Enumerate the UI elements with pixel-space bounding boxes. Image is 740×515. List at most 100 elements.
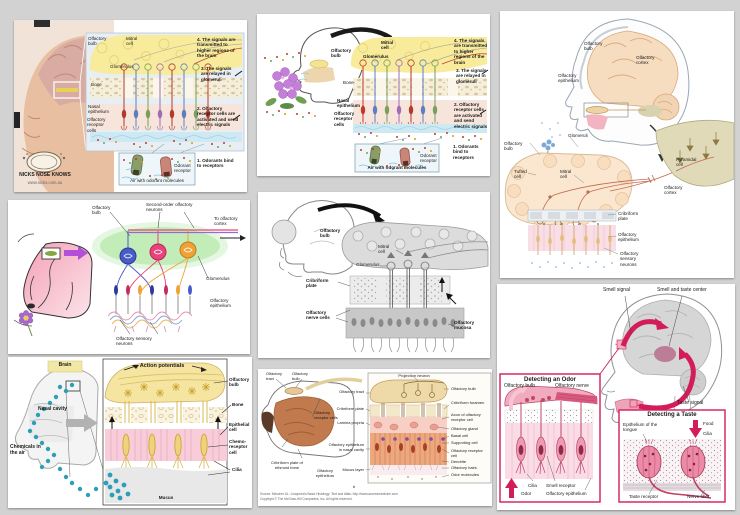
epithelium-diagram	[350, 37, 489, 145]
label-glomerulus: Glomerulus	[356, 262, 380, 267]
bulb-gray	[341, 221, 489, 271]
label-mitral-cell: Mitral cell	[378, 244, 390, 255]
label-cribriform-plate: Cribriform plate	[618, 211, 639, 222]
label-second-order-neurons: Second-order olfactory neurons	[146, 202, 193, 213]
inset-leaders	[365, 376, 450, 478]
label-olfactory-bulb-left: Olfactory bulb	[292, 371, 309, 381]
nicks-logo-title: NICKS NOSE KNOWS	[19, 172, 71, 178]
label-lamina-propria: Lamina propria	[337, 420, 364, 425]
mucosa-gray	[345, 307, 465, 353]
leader-lines	[335, 249, 455, 327]
label-step3: 3. The signals are relayed in glomeruli	[201, 66, 232, 82]
label-olfactory-nerve: Olfactory nerve	[555, 383, 589, 389]
odorant-receptor-inset	[354, 143, 440, 173]
label-olfactory-tract-inset: Olfactory tract	[339, 389, 364, 394]
smell-taste-illustration	[499, 293, 726, 503]
label-chemicals-in-air: Chemicals in the air	[10, 444, 41, 456]
label-step2: 2. Olfactory receptor cells are activate…	[454, 102, 488, 129]
label-odorant-receptor: Odorant receptor	[420, 153, 437, 164]
label-bone: Bone	[91, 82, 102, 87]
label-mucus: Mucus	[158, 495, 174, 500]
chemoreceptor-illustration	[14, 358, 232, 506]
label-cribriform-plate-inset: Cribriform plate	[336, 406, 364, 411]
label-glomeruli: Glomeruli	[568, 133, 588, 138]
glomeruli-schematic-illustration	[13, 211, 246, 337]
nose-section	[14, 360, 105, 498]
panel-bulb-cortex-diagram[interactable]: Olfactory bulb Olfactory cortex Olfactor…	[500, 11, 734, 278]
panel-histology-figure[interactable]: Olfactory tract Olfactory bulb Olfactory…	[258, 369, 492, 506]
label-cribriform-foramen: Cribriform foramen	[451, 400, 485, 405]
label-food: Food	[703, 421, 714, 426]
histology-illustration	[261, 372, 492, 484]
label-olfactory-receptor-cells: Olfactory receptor cells	[314, 410, 338, 420]
label-step4: 4. The signals are transmitted to higher…	[454, 38, 488, 65]
label-bone: Bone	[232, 402, 244, 407]
label-chemoreceptor-cell: Chemo-receptor cell	[229, 439, 248, 455]
label-olfactory-epithelium: Olfactory epithelium	[546, 491, 587, 496]
glomeruli-circles	[119, 241, 197, 265]
label-cilia: Cilia	[528, 483, 537, 488]
label-mitral-cell: Mitral cell	[381, 40, 394, 51]
label-taste-signal: Taste signal	[677, 400, 704, 406]
label-air-odorant-molecules: Air with odorant molecules	[367, 165, 427, 170]
label-nasal-cavity: Nasal cavity	[38, 406, 67, 412]
purple-arrow	[64, 246, 88, 260]
label-olfactory-epithelium-top: Olfactory epithelium	[558, 73, 579, 84]
label-olfactory-bulb-top: Olfactory bulb	[584, 41, 603, 52]
label-step1: 1. Odorants bind to receptors	[453, 144, 479, 160]
leader-lines	[207, 380, 232, 476]
label-supporting-cell: Supporting cell	[451, 440, 478, 445]
label-action-potentials: Action potentials	[139, 363, 185, 369]
label-smell-and-taste-center: Smell and taste center	[657, 287, 707, 293]
label-odor-molecules: Odor molecules	[451, 472, 480, 477]
label-olfactory-bulb: Olfactory bulb	[320, 228, 341, 239]
histology-inset	[365, 372, 492, 484]
label-olfactory-sensory-neurons: Olfactory sensory neurons	[620, 251, 639, 267]
label-olfactory-gland: Olfactory gland	[451, 426, 478, 431]
label-cilia-taste: Cilia	[703, 431, 712, 436]
head-outline	[271, 200, 355, 277]
label-pyramidal-cell: Pyramidal cell	[676, 157, 697, 168]
sensory-neurons	[107, 257, 193, 333]
olfaction-photo-illustration	[14, 20, 245, 192]
sniffing-head-outline	[293, 27, 364, 104]
label-olfactory-receptor-cell: Olfactory receptor cell	[451, 448, 483, 458]
nicks-logo-url[interactable]: www.nicks.com.au	[27, 180, 63, 185]
panel-glomeruli-schematic[interactable]: Olfactory bulb Second-order olfactory ne…	[8, 200, 250, 354]
label-olfactory-bulb-bottom: Olfactory bulb	[504, 141, 523, 152]
label-olfactory-receptor-cells: Olfactory receptor cells	[87, 117, 106, 133]
label-mitral-cell: Mitral cell	[560, 169, 572, 180]
label-projection-neuron: Projection neuron	[398, 373, 430, 378]
leader-lines	[109, 211, 209, 335]
panel-smell-taste-diagram[interactable]: Smell signal Smell and taste center Tast…	[497, 284, 735, 510]
panel-grayscale-bulb-diagram[interactable]: Olfactory bulb Mitral cell Glomerulus Cr…	[258, 192, 490, 358]
taste-box-title: Detecting a Taste	[647, 412, 697, 418]
label-olfactory-epithelium-bottom: Olfactory epithelium	[618, 232, 639, 243]
cribriform-gray	[349, 268, 457, 310]
label-cribriform-plate-ethmoid: Cribriform plate of ethmoid bone	[271, 460, 303, 470]
label-olfactory-mucosa: Olfactory mucosa	[454, 320, 475, 331]
label-olfactory-tract-left: Olfactory tract	[266, 371, 283, 381]
label-smell-receptor: Smell receptor	[546, 483, 576, 488]
label-olfactory-receptor-cells: Olfactory receptor cells	[334, 111, 355, 127]
figure-sublabel-b: b	[353, 484, 356, 489]
label-glomerulus: Glomerulus	[110, 64, 134, 69]
detecting-odor-box	[499, 373, 601, 503]
label-step3: 3. The signals are relayed in glomeruli	[456, 68, 487, 84]
panel-chemoreceptor-diagram[interactable]: Brain Nasal cavity Chemicals in the air …	[8, 357, 252, 508]
receptor-diagram	[102, 358, 228, 506]
label-step4: 4. The signals are transmitted to higher…	[197, 37, 236, 59]
head-sagittal-brain	[541, 18, 690, 162]
label-nerve-fiber: Nerve fiber	[687, 494, 710, 499]
credit-line-1: Source: Mescher AL: Junqueira's Basic Hi…	[260, 492, 398, 496]
panel-olfactory-photo-diagram[interactable]: Olfactory bulb Mitral cell Glomerulus Bo…	[14, 20, 247, 192]
label-bone: Bone	[343, 80, 354, 85]
label-air-odorant-molecules: Air with odorant molecules	[130, 178, 184, 183]
nasal-cavity-section	[261, 377, 363, 459]
grayscale-bulb-illustration	[271, 200, 489, 353]
label-step2: 2. Olfactory receptor cells are activate…	[197, 106, 239, 128]
panel-odor-pathway-diagram[interactable]: Olfactory bulb Mitral cell Glomerulus Bo…	[257, 14, 490, 176]
label-olfactory-epithelium: Olfactory epithelium	[210, 298, 231, 309]
label-brain: Brain	[58, 362, 72, 368]
label-smell-signal: Smell signal	[603, 287, 630, 293]
